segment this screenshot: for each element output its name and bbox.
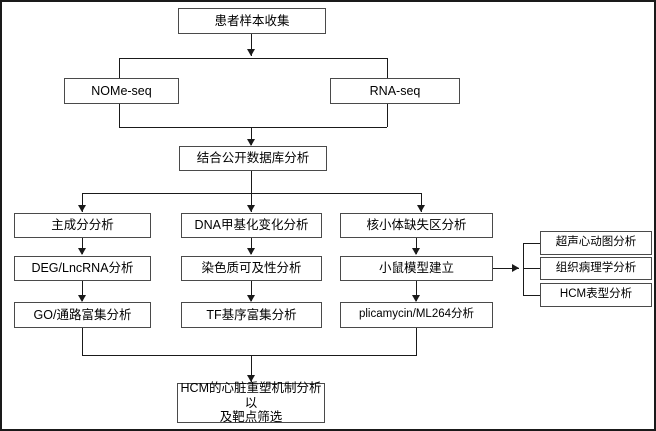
edge-nome-down <box>119 104 120 127</box>
edge-patient-to-split <box>251 34 252 56</box>
arrow-fanout-right <box>417 205 425 212</box>
node-nome-seq[interactable]: NOMe-seq <box>64 78 179 104</box>
arrow-deg-down <box>78 295 86 302</box>
edge-merge-bar <box>119 127 387 128</box>
node-histopathology[interactable]: 组织病理学分析 <box>540 257 652 280</box>
node-chromatin[interactable]: 染色质可及性分析 <box>181 256 322 281</box>
edge-bottom-stem <box>251 355 252 382</box>
edge-right-to-phenotype <box>523 295 540 296</box>
edge-split-right-down <box>387 58 388 80</box>
node-deg-lncrna[interactable]: DEG/LncRNA分析 <box>14 256 151 281</box>
arrow-fanout-left <box>78 205 86 212</box>
edge-fanout-center <box>251 193 252 212</box>
edge-fanout-right <box>421 193 422 212</box>
edge-right-to-echo <box>523 243 540 244</box>
edge-publicdb-down <box>251 171 252 193</box>
arrow-mouse-to-right <box>512 264 519 272</box>
arrow-chromatin-down <box>247 295 255 302</box>
edge-methylation-down <box>251 238 252 254</box>
edge-merge-to-publicdb <box>251 127 252 145</box>
node-hcm-phenotype[interactable]: HCM表型分析 <box>540 283 652 307</box>
arrow-methylation-down <box>247 248 255 255</box>
edge-mouse-to-right <box>493 268 519 269</box>
arrow-mouse-down <box>412 295 420 302</box>
node-pca[interactable]: 主成分分析 <box>14 213 151 238</box>
edge-right-trunk <box>523 243 524 295</box>
arrow-bottom-stem <box>247 375 255 382</box>
node-public-database[interactable]: 结合公开数据库分析 <box>179 146 327 171</box>
edge-go-to-bottom <box>82 328 83 355</box>
node-mouse-model[interactable]: 小鼠模型建立 <box>340 256 493 281</box>
edge-pca-down <box>82 238 83 254</box>
arrow-pca-down <box>78 248 86 255</box>
edge-split-bar-top <box>119 58 387 59</box>
node-plicamycin[interactable]: plicamycin/ML264分析 <box>340 302 493 328</box>
edge-bottom-join-bar <box>82 355 417 356</box>
edge-right-to-histo <box>523 268 540 269</box>
node-dna-methylation[interactable]: DNA甲基化变化分析 <box>181 213 322 238</box>
edge-mouse-down <box>416 281 417 301</box>
node-final-conclusion[interactable]: HCM的心脏重塑机制分析以 及靶点筛选 <box>177 381 325 424</box>
node-echocardiography[interactable]: 超声心动图分析 <box>540 231 652 255</box>
edge-chromatin-down <box>251 281 252 301</box>
arrow-merge-to-publicdb <box>247 139 255 146</box>
node-go-pathway[interactable]: GO/通路富集分析 <box>14 302 151 328</box>
node-nucleosome[interactable]: 核小体缺失区分析 <box>340 213 493 238</box>
edge-nucleosome-down <box>416 238 417 254</box>
edge-fanout-left <box>82 193 83 212</box>
node-patient-sample[interactable]: 患者样本收集 <box>178 8 326 34</box>
node-rna-seq[interactable]: RNA-seq <box>330 78 460 104</box>
node-tf-motif[interactable]: TF基序富集分析 <box>181 302 322 328</box>
edge-split-left-down <box>119 58 120 80</box>
arrow-patient-to-split <box>247 49 255 56</box>
edge-plicamycin-to-bottom <box>416 328 417 355</box>
arrow-nucleosome-down <box>412 248 420 255</box>
edge-deg-down <box>82 281 83 301</box>
edge-rna-down <box>387 104 388 127</box>
arrow-fanout-center <box>247 205 255 212</box>
